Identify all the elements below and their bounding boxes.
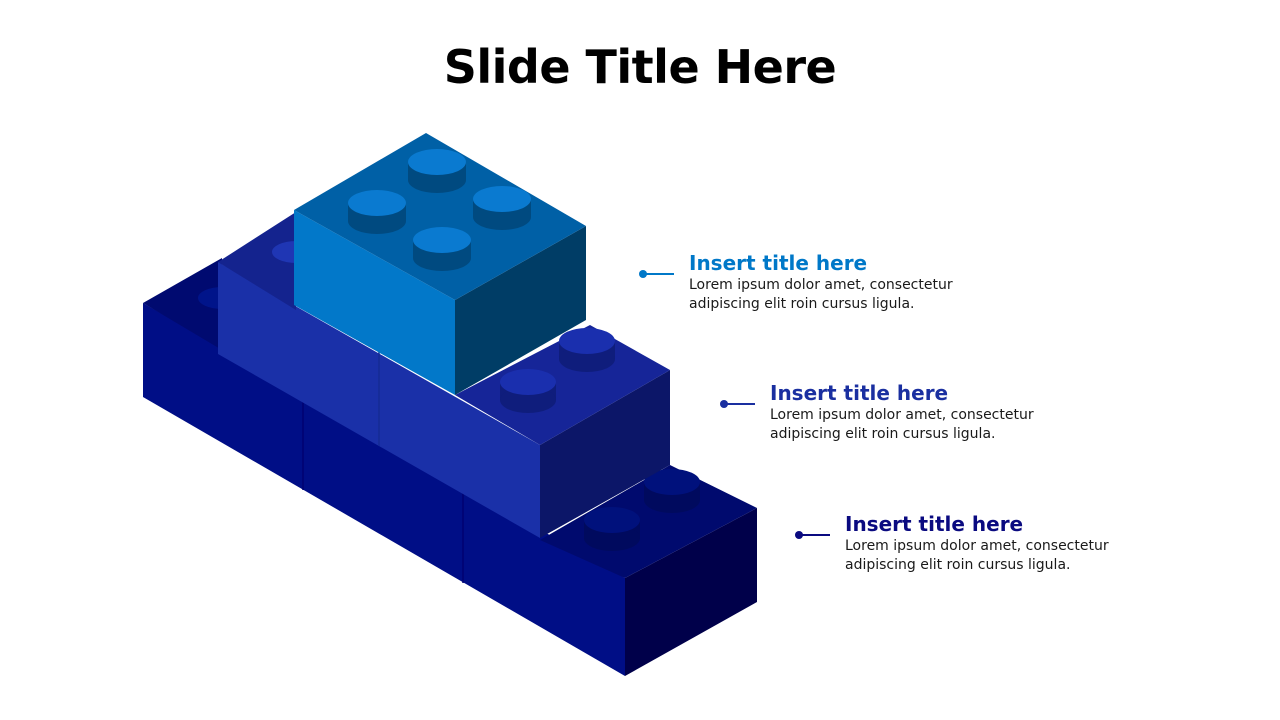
callout-title: Insert title here — [845, 512, 1024, 536]
brick-level-3-top-left — [143, 258, 222, 350]
connector-dot — [720, 400, 728, 408]
stud — [559, 328, 615, 372]
brick-level-2-right-face — [540, 370, 670, 538]
connector-line — [720, 400, 755, 408]
callout-title: Insert title here — [689, 251, 868, 275]
brick-level-1-right-face — [455, 226, 586, 395]
connector-dot — [795, 531, 803, 539]
stud — [473, 186, 531, 230]
brick-level-1-top-face — [294, 133, 586, 300]
callout-item-3: Insert title here Lorem ipsum dolor amet… — [795, 511, 1265, 575]
callout-item-1: Insert title here Lorem ipsum dolor amet… — [639, 250, 1109, 314]
brick-level-1 — [294, 133, 586, 395]
brick-level-3-right-face — [625, 508, 757, 676]
stud — [500, 369, 556, 413]
connector-line — [795, 531, 830, 539]
brick-level-3-left-face — [143, 303, 625, 676]
connector-line — [639, 270, 674, 278]
brick-level-2 — [218, 212, 670, 538]
callout-body: Lorem ipsum dolor amet, consectetur adip… — [845, 538, 1109, 573]
slide-title: Slide Title Here — [443, 40, 837, 94]
stud — [413, 227, 471, 271]
stud — [348, 190, 406, 234]
stud — [644, 469, 700, 513]
callout-body: Lorem ipsum dolor amet, consectetur adip… — [770, 407, 1034, 442]
brick-level-3 — [143, 258, 757, 676]
connector-dot — [639, 270, 647, 278]
brick-level-1-left-face — [294, 210, 455, 395]
brick-level-3-top-face — [540, 465, 757, 578]
brick-level-2-top-left — [218, 212, 296, 310]
callout-body: Lorem ipsum dolor amet, consectetur adip… — [689, 277, 953, 312]
stud — [584, 507, 640, 551]
callout-item-2: Insert title here Lorem ipsum dolor amet… — [720, 380, 1190, 444]
callout-title: Insert title here — [770, 381, 949, 405]
brick-level-2-top-face — [455, 325, 670, 445]
stud — [408, 149, 466, 193]
